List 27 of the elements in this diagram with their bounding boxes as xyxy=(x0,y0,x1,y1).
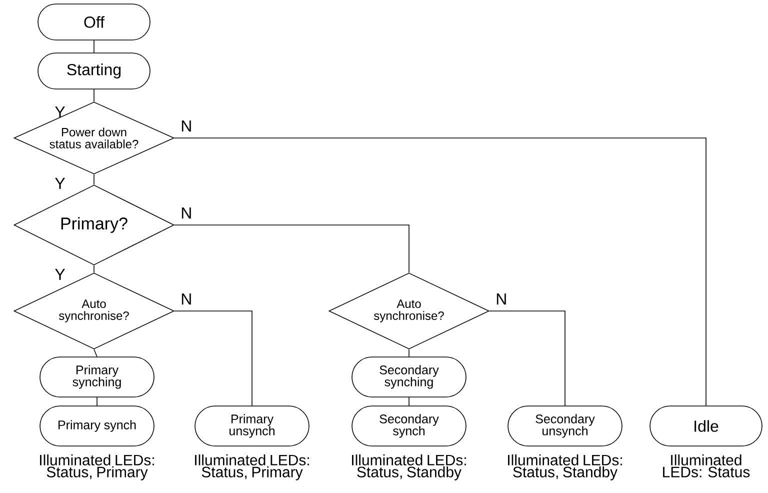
connector-line xyxy=(96,397,98,406)
state-box: Off xyxy=(38,4,150,40)
edge-label: N xyxy=(496,293,506,304)
edge-label: N xyxy=(182,207,191,218)
state-caption: Illuminated LEDs: Status, Primary xyxy=(40,454,154,480)
connector-line xyxy=(174,224,410,273)
state-box: Idle xyxy=(650,406,762,446)
state-box: Secondary synch xyxy=(352,406,466,446)
state-caption: Illuminated LEDs: Status, Primary xyxy=(195,454,309,480)
state-box: Primary synch xyxy=(40,406,154,446)
connector-line xyxy=(174,310,252,406)
state-box: Primary synching xyxy=(40,356,154,398)
connector-line xyxy=(408,349,410,357)
state-box: Secondary synching xyxy=(352,356,466,398)
connector-line xyxy=(408,397,410,406)
connector-line xyxy=(94,349,98,357)
state-box: Secondary unsynch xyxy=(508,406,622,446)
state-box: Primary unsynch xyxy=(194,406,310,446)
edge-label: N xyxy=(182,120,191,132)
connector-line xyxy=(489,310,566,406)
state-box: Starting xyxy=(38,52,150,90)
state-caption: Illuminated LEDs: Status, Standby xyxy=(352,454,466,480)
edge-label: N xyxy=(182,293,191,304)
state-caption: Illuminated LEDs: Status, Standby xyxy=(508,454,622,480)
state-caption: Illuminated LEDs: Status xyxy=(663,454,750,478)
branch-label: Y xyxy=(55,106,65,118)
connector-line xyxy=(174,138,706,406)
